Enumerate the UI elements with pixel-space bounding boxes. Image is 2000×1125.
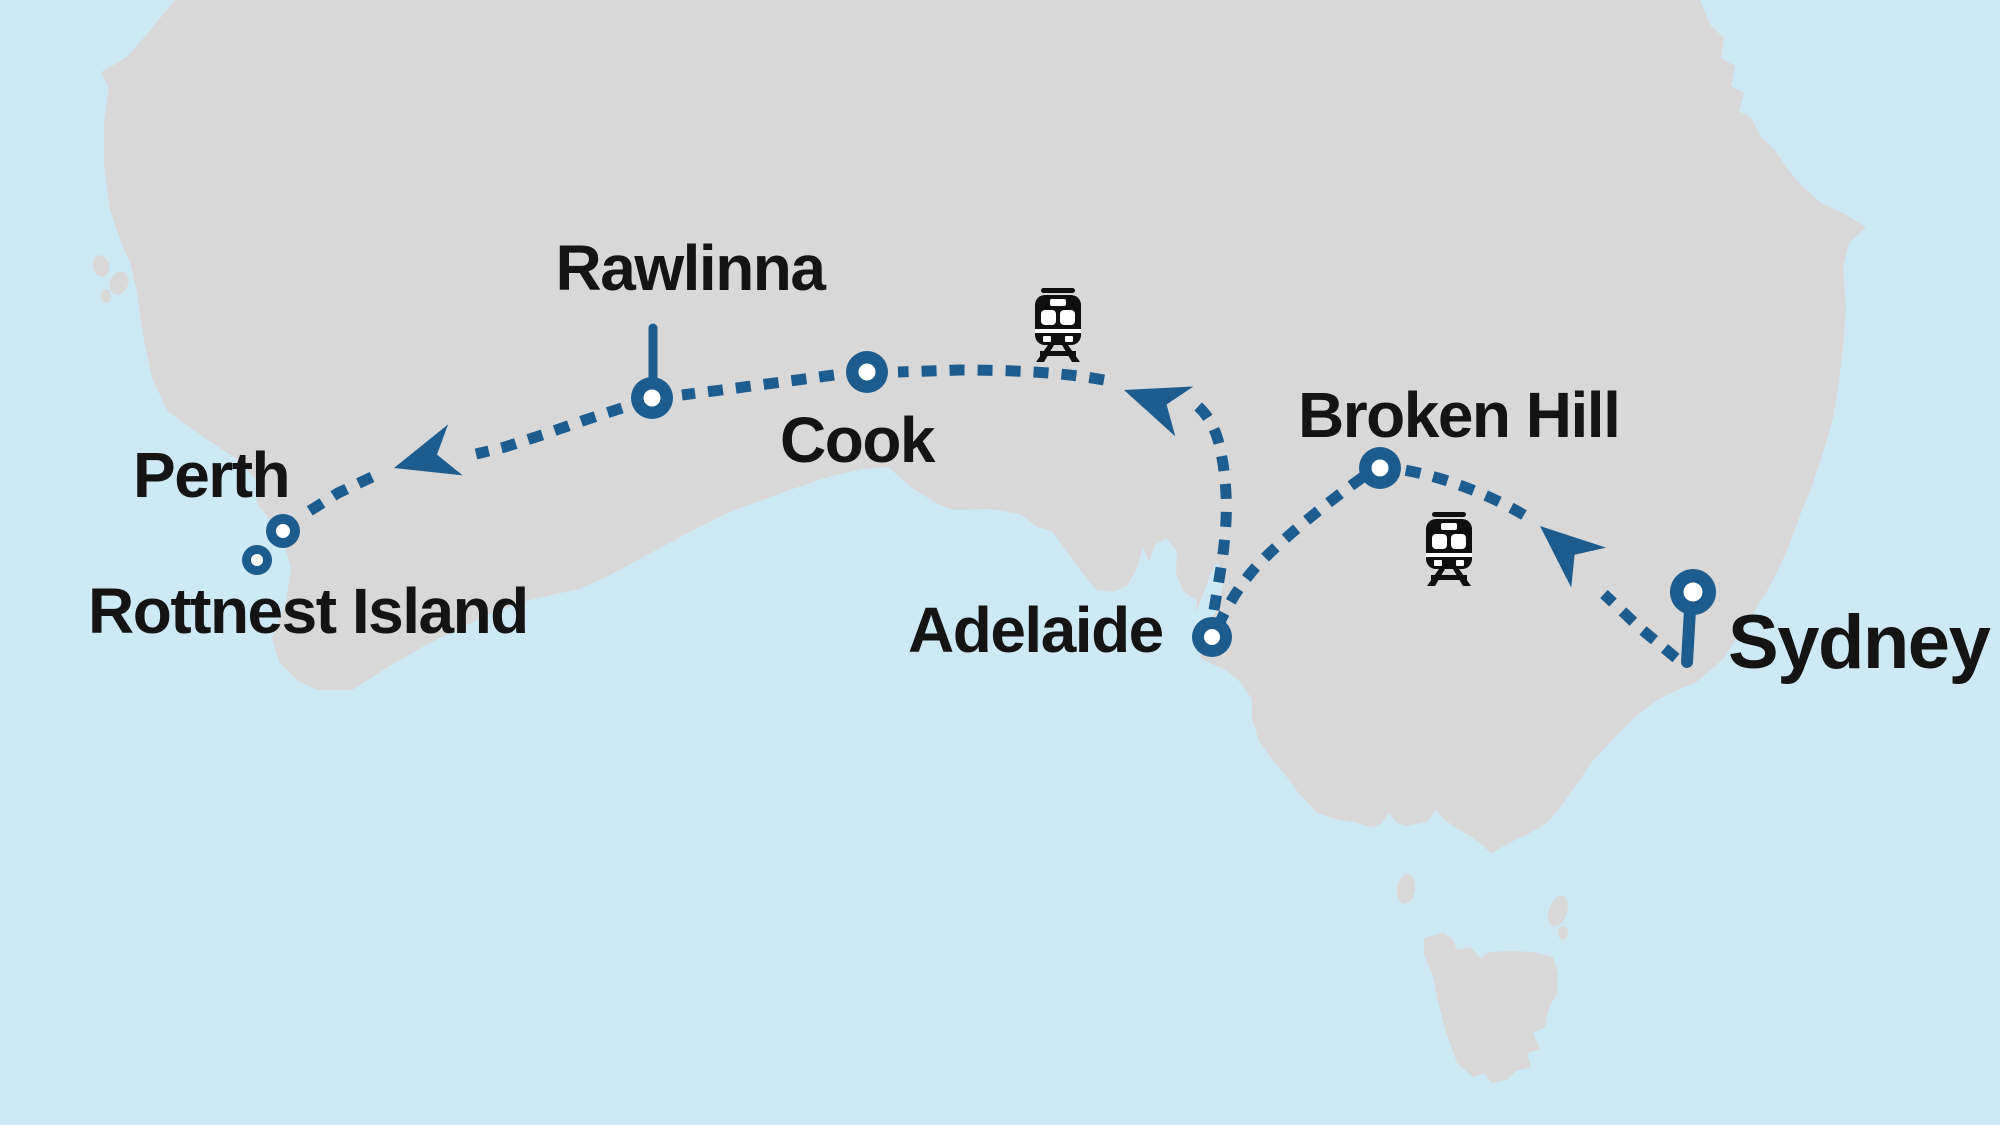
label-broken-hill: Broken Hill — [1298, 379, 1619, 451]
tasmania-island — [1424, 933, 1558, 1083]
stop-marker-perth — [266, 514, 300, 548]
label-sydney: Sydney — [1728, 600, 1991, 685]
flinders-islet — [1558, 926, 1568, 940]
label-perth: Perth — [133, 439, 289, 511]
route-leg-adelaide-north — [1186, 395, 1232, 611]
stop-marker-rawlinna — [631, 377, 673, 419]
king-island — [1396, 874, 1416, 904]
stop-marker-broken-hill — [1359, 447, 1401, 489]
label-adelaide: Adelaide — [908, 594, 1163, 666]
stop-marker-adelaide — [1192, 617, 1232, 657]
wa-islet — [92, 255, 110, 277]
label-rottnest-island: Rottnest Island — [88, 575, 528, 647]
australia-landmass — [101, 0, 1866, 853]
wa-islet — [109, 271, 129, 295]
label-rawlinna: Rawlinna — [556, 232, 827, 304]
stop-marker-rottnest-island — [242, 545, 272, 575]
route-leg-arrow-perth — [305, 472, 375, 517]
label-cook: Cook — [780, 404, 936, 476]
wa-islet — [101, 289, 111, 303]
route-leg-brokenhill-adelaide — [1215, 472, 1367, 625]
sydney-pin-icon — [1670, 569, 1716, 668]
flinders-island — [1548, 895, 1568, 927]
stop-marker-cook — [846, 351, 888, 393]
route-leg-sydney-brokenhill-2 — [1403, 464, 1527, 520]
